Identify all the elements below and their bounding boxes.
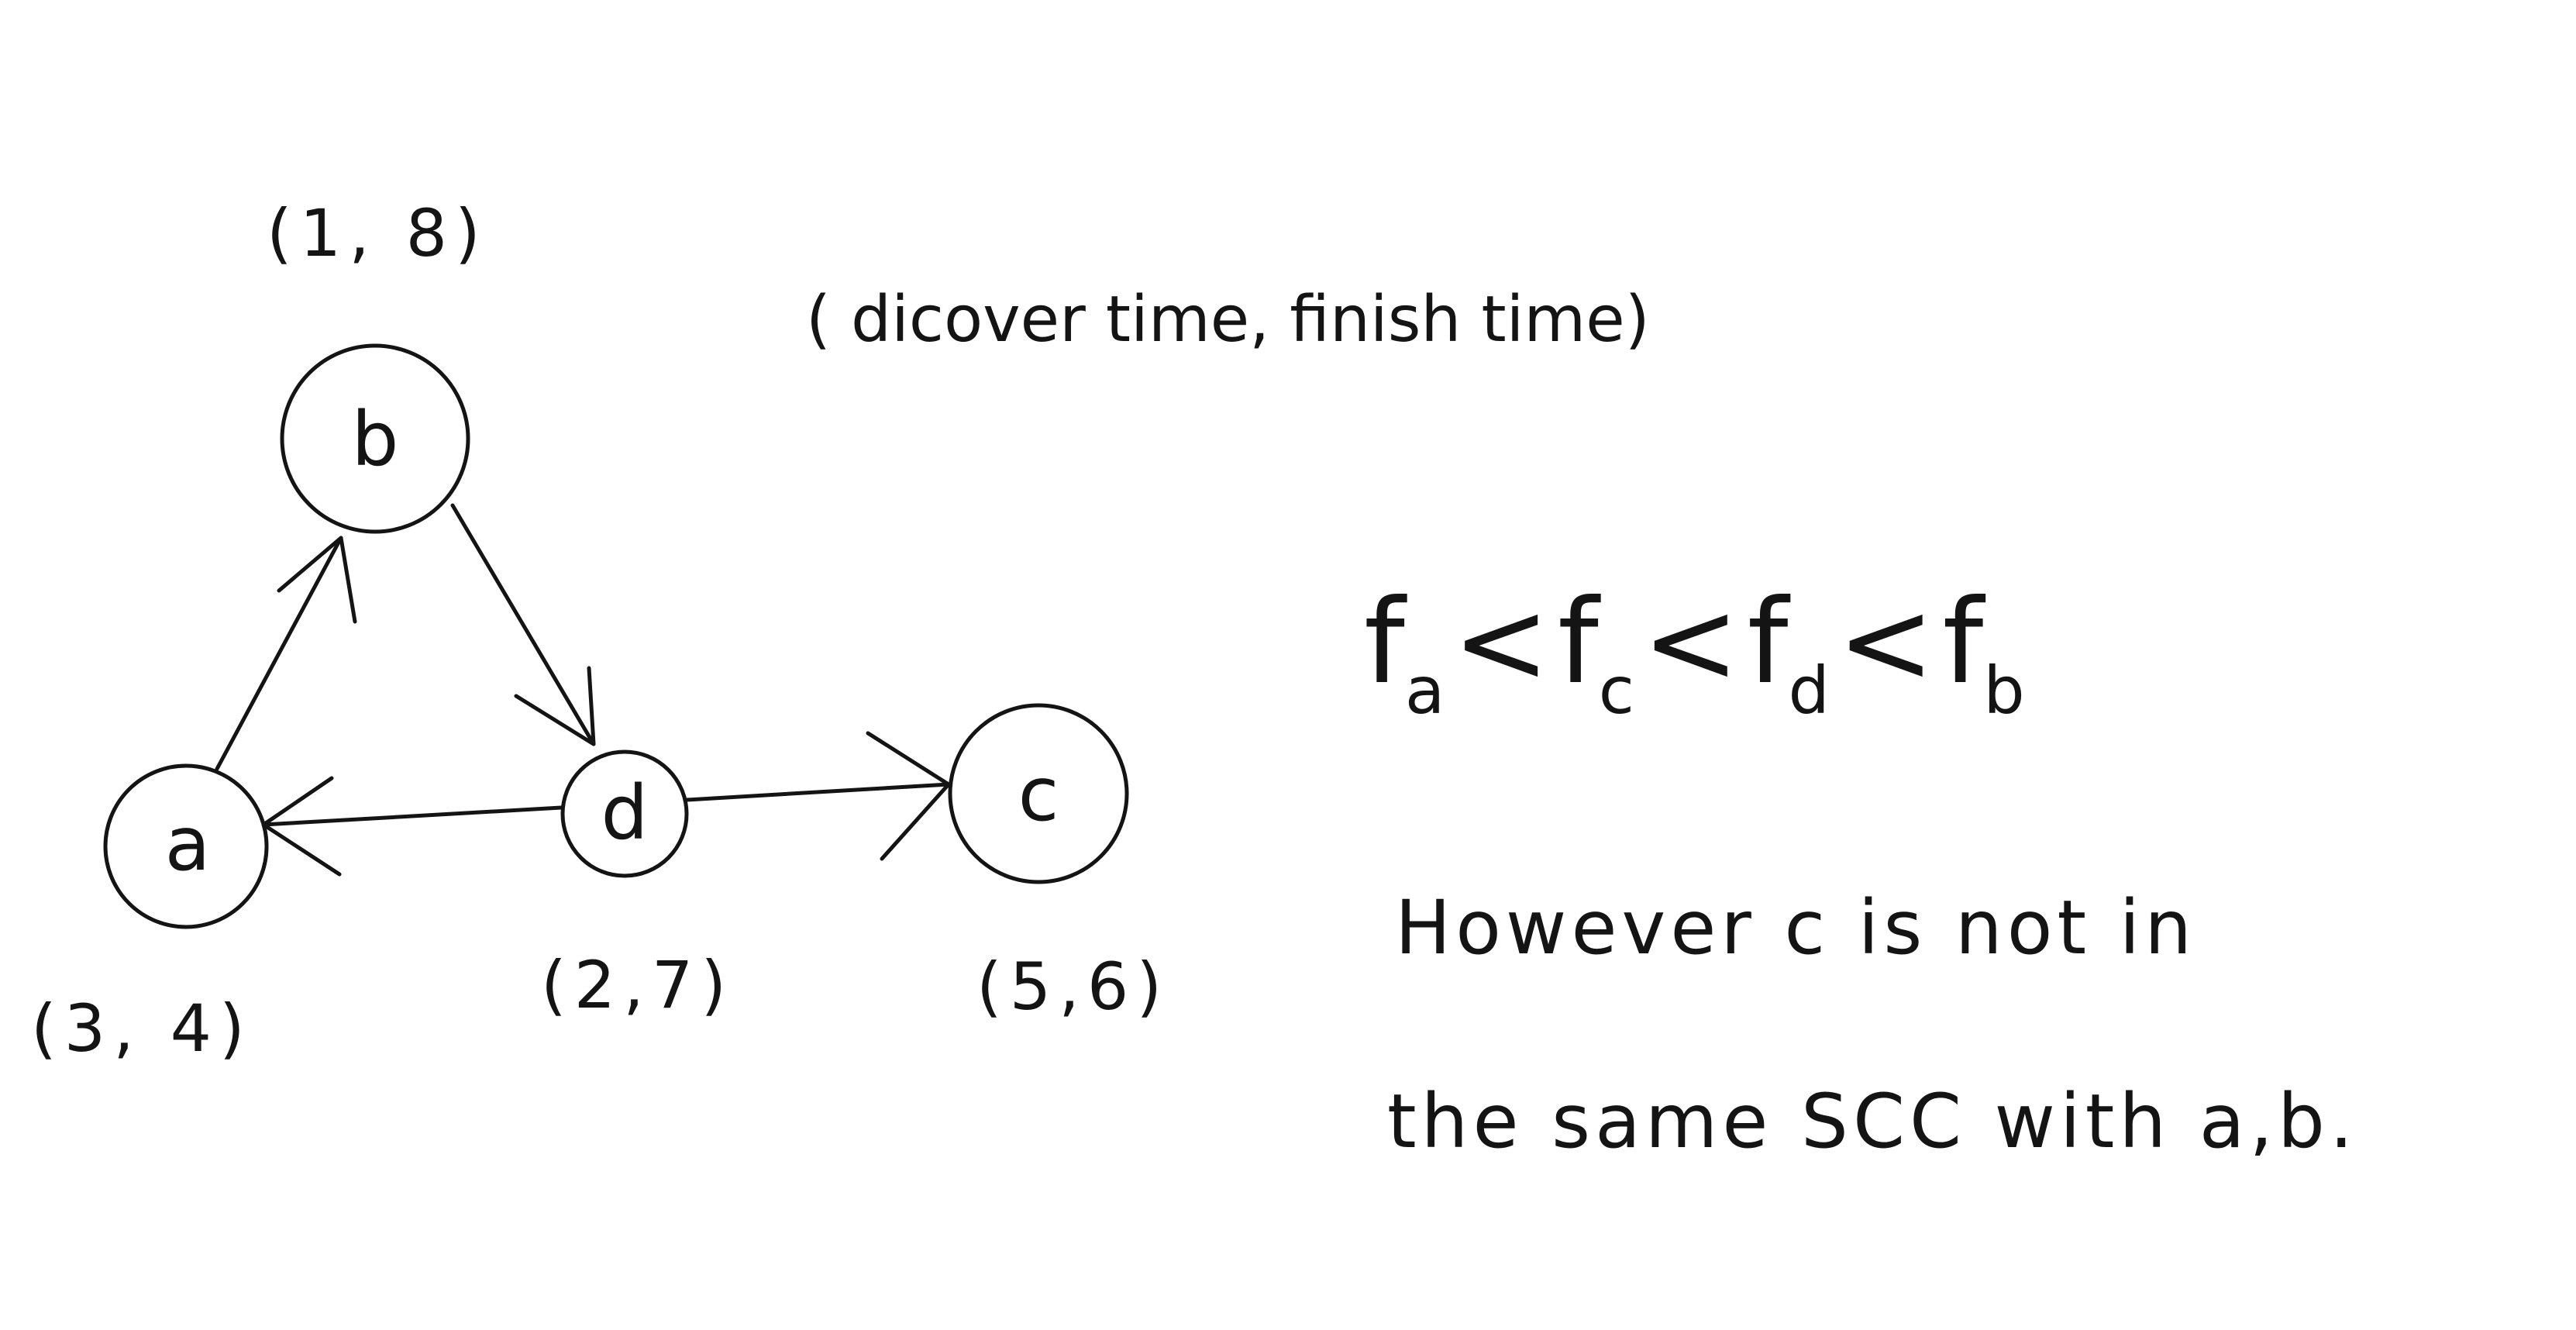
edge-b-to-d-line xyxy=(450,503,596,746)
edge-d-to-c-arrowhead xyxy=(866,731,951,861)
node-d-times: (2,7) xyxy=(541,947,734,1023)
edge-b-to-d xyxy=(450,503,596,746)
f-d: f xyxy=(1748,575,1791,710)
node-d-circle xyxy=(560,749,689,878)
f-b: f xyxy=(1943,575,1986,710)
lt-2: < xyxy=(1642,575,1740,710)
f-a: f xyxy=(1364,575,1407,710)
node-d: d xyxy=(560,749,689,878)
node-c-label: c xyxy=(1018,751,1059,838)
node-b-label: b xyxy=(352,396,399,483)
sub-c: c xyxy=(1599,653,1634,729)
edge-b-to-d-arrowhead xyxy=(514,666,596,746)
edge-d-to-c-line xyxy=(684,782,951,802)
sub-a: a xyxy=(1405,653,1445,729)
note-line-2: the same SCC with a,b. xyxy=(1387,1078,2358,1165)
node-c-times: (5,6) xyxy=(976,949,1169,1025)
node-c: c xyxy=(948,703,1129,884)
legend-text: ( dicover time, finish time) xyxy=(806,283,1650,357)
node-a-label: a xyxy=(165,801,211,887)
node-b-times: (1, 8) xyxy=(267,195,488,271)
note-line-1: However c is not in xyxy=(1395,884,2196,971)
node-a-times: (3, 4) xyxy=(31,991,253,1066)
edge-a-to-b-arrowhead xyxy=(277,536,357,624)
finish-time-inequality: fa<fc<fd<fb xyxy=(1364,575,2025,729)
sub-b: b xyxy=(1983,653,2024,729)
edge-a-to-b xyxy=(215,536,357,771)
node-b: b xyxy=(280,343,470,534)
edge-d-to-a xyxy=(261,776,563,877)
lt-1: < xyxy=(1452,575,1550,710)
edge-d-to-a-line xyxy=(261,805,563,827)
f-c: f xyxy=(1558,575,1601,710)
sub-d: d xyxy=(1788,653,1829,729)
node-a: a xyxy=(103,763,269,929)
edge-a-to-b-line xyxy=(215,536,343,771)
node-c-circle xyxy=(948,703,1129,884)
edge-d-to-a-arrowhead xyxy=(261,776,342,877)
edge-d-to-c xyxy=(684,731,951,861)
node-b-circle xyxy=(280,343,470,534)
lt-3: < xyxy=(1837,575,1935,710)
node-a-circle xyxy=(103,763,269,929)
node-d-label: d xyxy=(601,770,649,856)
